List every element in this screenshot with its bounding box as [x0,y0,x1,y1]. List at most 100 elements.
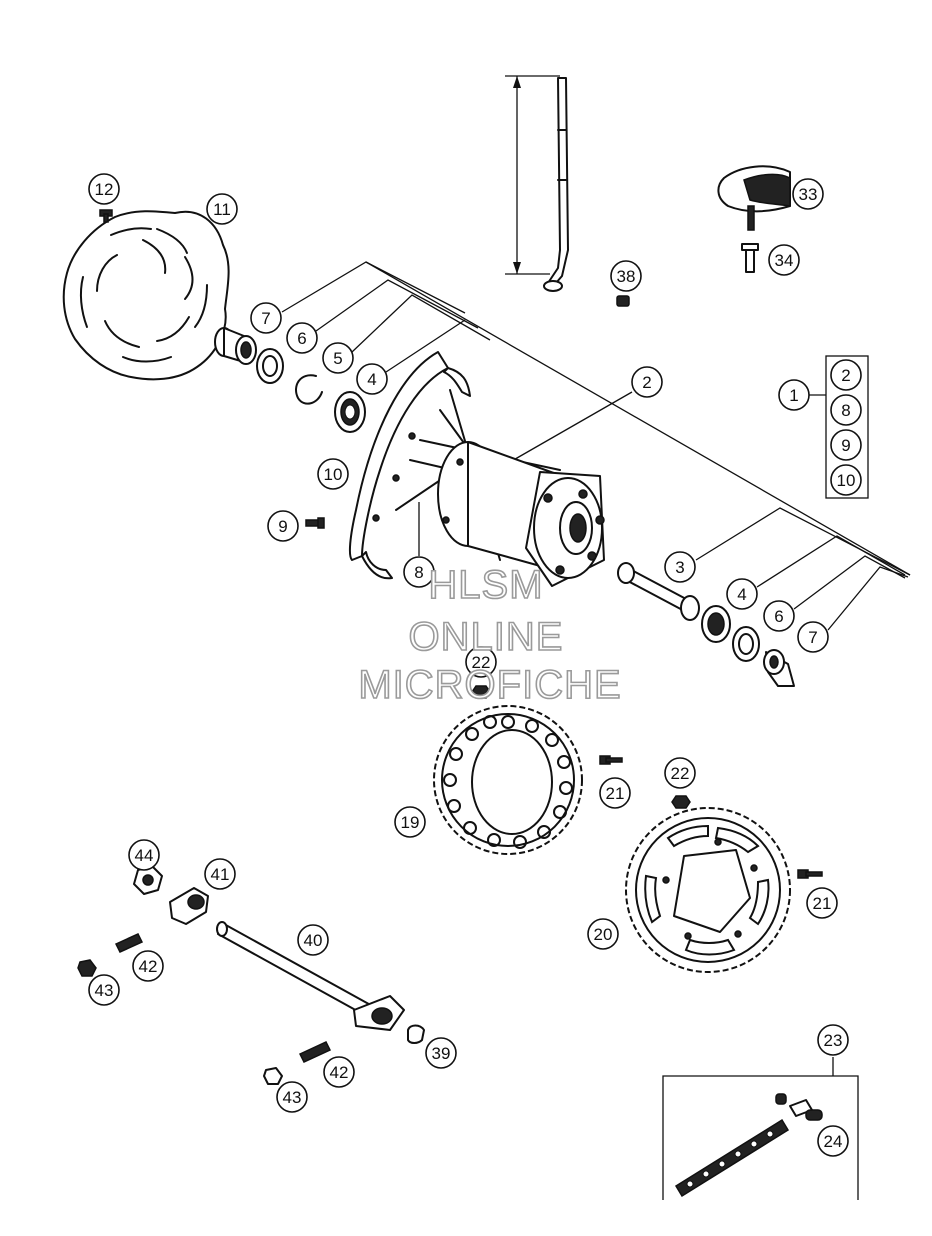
callout-5: 5 [322,342,354,374]
callout-circle [323,1056,355,1088]
screw-part [305,517,325,529]
callout-circle [276,1081,308,1113]
callout-41: 41 [204,858,236,890]
callout-number: 41 [211,865,230,884]
spoke-part [543,77,569,292]
watermark-line-1: HLSM [428,563,543,607]
callout-20: 20 [587,918,619,950]
callout-10: 10 [830,464,862,496]
callout-circle [204,858,236,890]
callout-4: 4 [356,363,388,395]
callout-circle [778,379,810,411]
callout-circle [806,887,838,919]
chain-part [674,1118,790,1198]
callout-circle [830,394,862,426]
callout-34: 34 [768,244,800,276]
watermark-line-3: MICROFICHE [358,663,621,707]
callout-circle [128,839,160,871]
callout-number: 3 [675,558,684,577]
callout-number: 10 [324,465,343,484]
callout-number: 8 [841,401,850,420]
callout-number: 21 [813,894,832,913]
callout-23: 23 [817,1024,849,1056]
callout-number: 33 [799,185,818,204]
callout-number: 4 [737,585,746,604]
callout-6: 6 [286,322,318,354]
callout-number: 4 [367,370,376,389]
wheel-hub-part [437,441,605,587]
callout-circle [250,302,282,334]
callout-circle [88,974,120,1006]
callout-6: 6 [763,600,795,632]
callout-number: 24 [824,1132,843,1151]
callout-21: 21 [599,777,631,809]
callout-number: 6 [297,329,306,348]
callout-circle [317,458,349,490]
callout-circle [587,918,619,950]
callout-circle [88,173,120,205]
callout-39: 39 [425,1037,457,1069]
callout-38: 38 [610,260,642,292]
callout-42: 42 [323,1056,355,1088]
rear-sprocket-alt-part [625,807,791,973]
callout-19: 19 [394,806,426,838]
callout-circle [631,366,663,398]
callout-number: 44 [135,846,154,865]
watermark: HLSM ONLINE MICROFICHE [358,562,622,708]
chain-adjuster-part [133,865,209,925]
right-hub-parts [617,562,795,687]
callout-10: 10 [317,458,349,490]
callout-circle [763,600,795,632]
callout-number: 43 [283,1088,302,1107]
callout-circle [132,950,164,982]
callout-number: 6 [774,607,783,626]
callout-number: 22 [472,653,491,672]
callout-number: 42 [330,1063,349,1082]
rear-sprocket-part [433,705,583,855]
callout-circle [394,806,426,838]
callout-43: 43 [88,974,120,1006]
brake-disc-part [62,210,230,381]
adjuster-screws-part [77,933,425,1085]
chain-guard-part [717,165,791,273]
callout-circle [297,924,329,956]
callout-number: 21 [606,784,625,803]
callout-number: 5 [333,349,342,368]
callout-circle [797,621,829,653]
callout-2: 2 [830,359,862,391]
callout-7: 7 [250,302,282,334]
callout-circle [356,363,388,395]
callout-number: 19 [401,813,420,832]
callout-circle [664,551,696,583]
callout-43: 43 [276,1081,308,1113]
callout-circle [817,1125,849,1157]
callout-number: 20 [594,925,613,944]
callout-33: 33 [792,178,824,210]
callout-circle [817,1024,849,1056]
callout-1: 1 [778,379,810,411]
callout-circle [726,578,758,610]
callout-circle [792,178,824,210]
callout-12: 12 [88,173,120,205]
callout-circle [768,244,800,276]
callout-number: 7 [261,309,270,328]
callout-circle [403,556,435,588]
callout-number: 23 [824,1031,843,1050]
callout-number: 9 [278,517,287,536]
callout-circle [599,777,631,809]
callout-3: 3 [664,551,696,583]
callout-8: 8 [403,556,435,588]
callout-number: 1 [789,386,798,405]
callout-number: 11 [213,200,231,219]
callout-40: 40 [297,924,329,956]
callout-number: 7 [808,628,817,647]
spoke-nipple-part [616,295,630,307]
callout-44: 44 [128,839,160,871]
callout-42: 42 [132,950,164,982]
sprocket-bolts-part [471,685,823,879]
watermark-line-2: ONLINE [409,615,564,659]
callout-8: 8 [830,394,862,426]
callout-2: 2 [631,366,663,398]
